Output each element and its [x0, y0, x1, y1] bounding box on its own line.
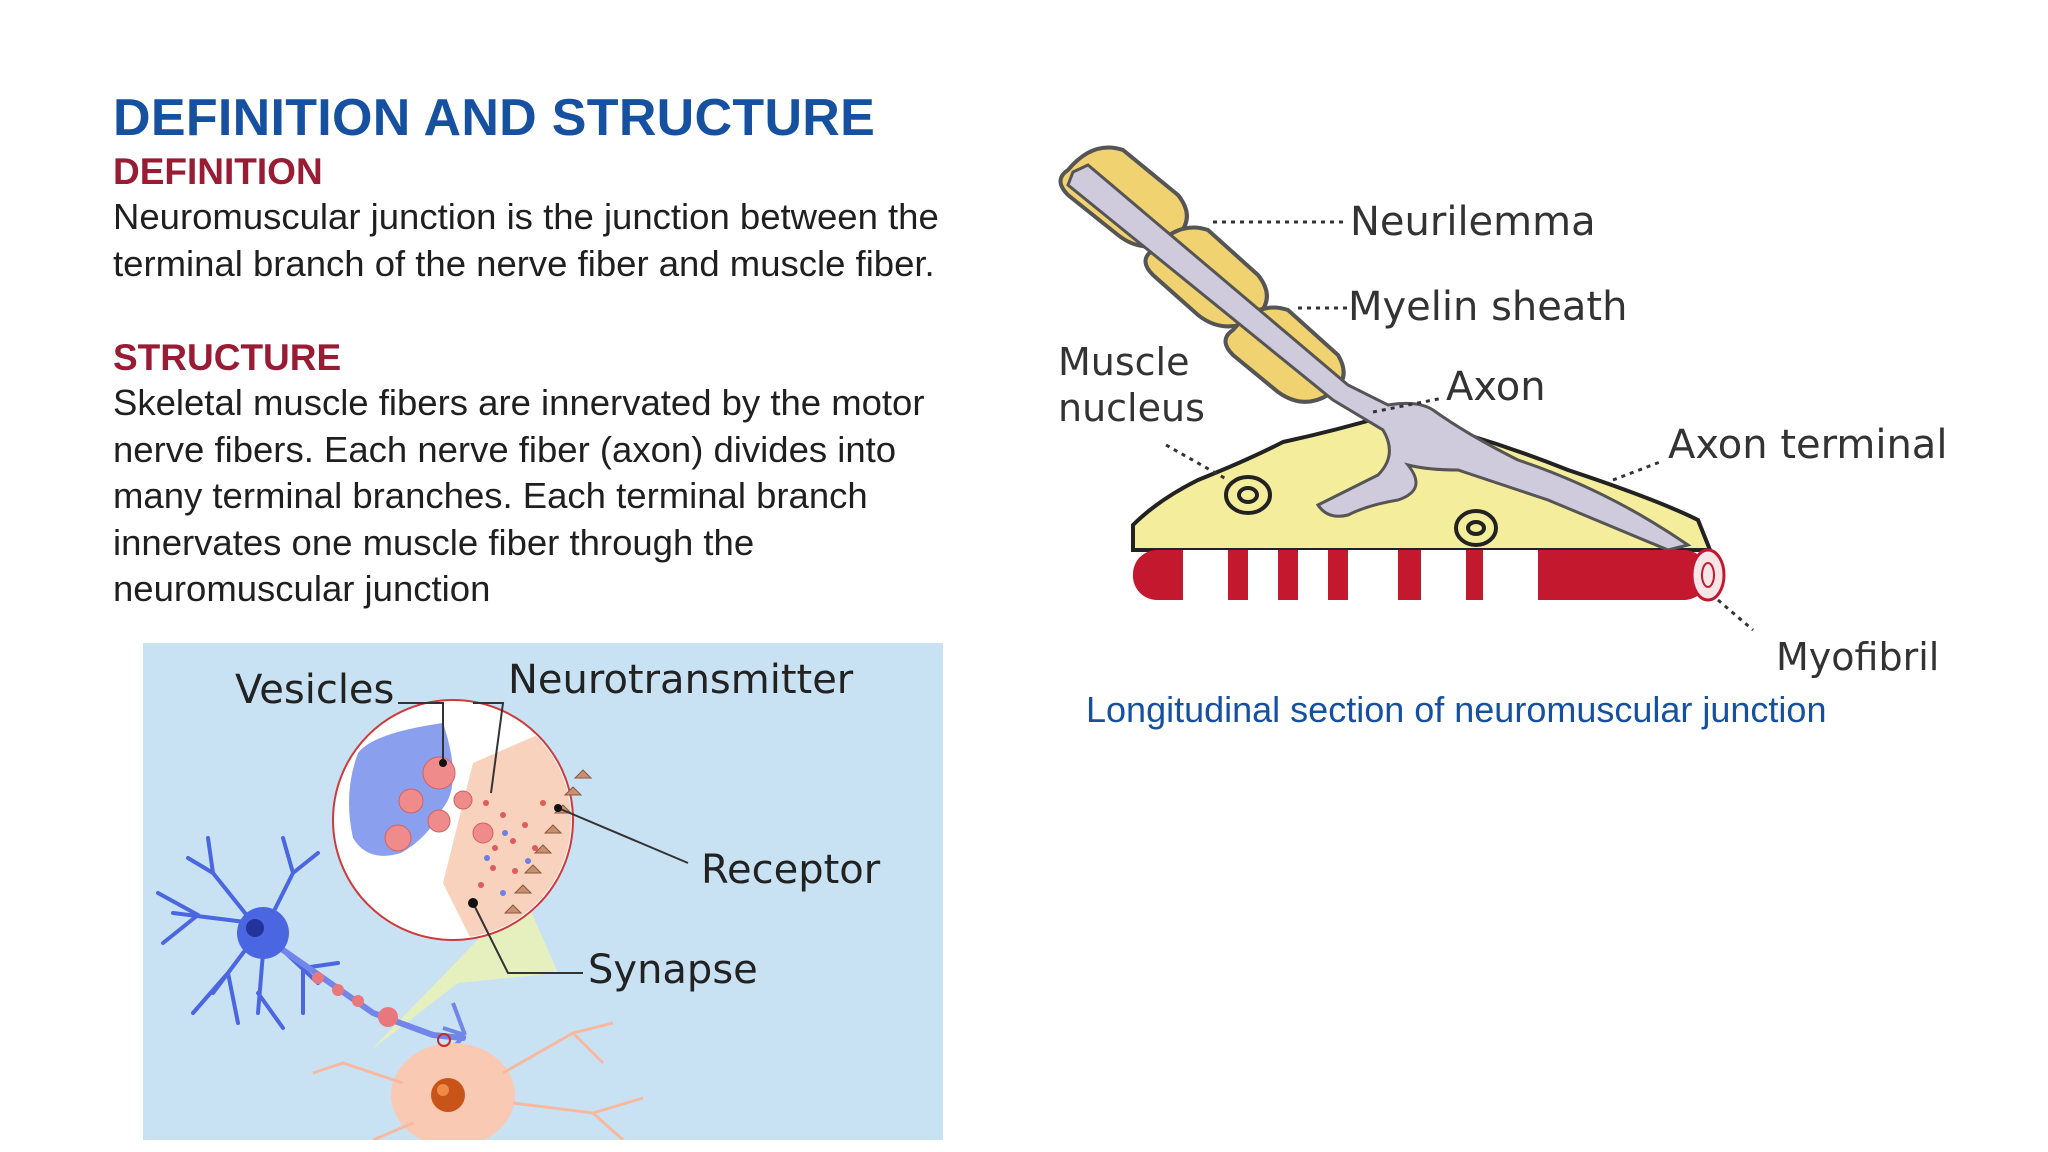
vesicle-cluster [384, 756, 494, 852]
nmj-leader-lines [1165, 220, 1754, 632]
definition-heading: DEFINITION [113, 151, 323, 192]
synapse-marker [437, 1033, 451, 1047]
zoom-cone [371, 893, 558, 1050]
target-cell-dendrites [312, 1021, 644, 1140]
neurotransmitter-dots [478, 800, 546, 888]
neuron-soma [237, 907, 289, 959]
axon [1066, 163, 1692, 552]
target-cell-nucleus [431, 1078, 465, 1112]
slide-title: DEFINITION AND STRUCTURE [113, 89, 876, 147]
label-muscle-nucleus: Muscle nucleus [1058, 340, 1205, 430]
nmj-illustration: Neurilemma Myelin sheath Muscle nucleus … [1058, 145, 1947, 679]
structure-text: Skeletal muscle fibers are innervated by… [113, 382, 925, 609]
label-leader-lines [398, 702, 689, 974]
label-neurotransmitter: Neurotransmitter [508, 657, 854, 703]
label-receptor: Receptor [701, 847, 881, 893]
structure-heading: STRUCTURE [113, 337, 342, 378]
label-neurilemma: Neurilemma [1350, 199, 1596, 245]
definition-text: Neuromuscular junction is the junction b… [113, 196, 939, 284]
label-synapse: Synapse [588, 947, 758, 993]
muscle-nuclei [1224, 475, 1498, 547]
label-myofibril: Myofibril [1776, 635, 1939, 679]
label-myelin-sheath: Myelin sheath [1348, 284, 1627, 330]
label-axon-terminal: Axon terminal [1668, 422, 1947, 468]
magnified-synapse [332, 699, 593, 941]
label-axon: Axon [1446, 364, 1546, 410]
nmj-caption: Longitudinal section of neuromuscular ju… [1086, 689, 1827, 730]
label-vesicles: Vesicles [235, 667, 394, 713]
myofibril [1133, 548, 1726, 602]
axon-beads [312, 972, 398, 1027]
presynaptic-terminal [349, 723, 453, 856]
synapse-illustration: Vesicles Neurotransmitter Receptor Synap… [143, 643, 943, 1140]
neuron-nucleus [246, 919, 264, 937]
